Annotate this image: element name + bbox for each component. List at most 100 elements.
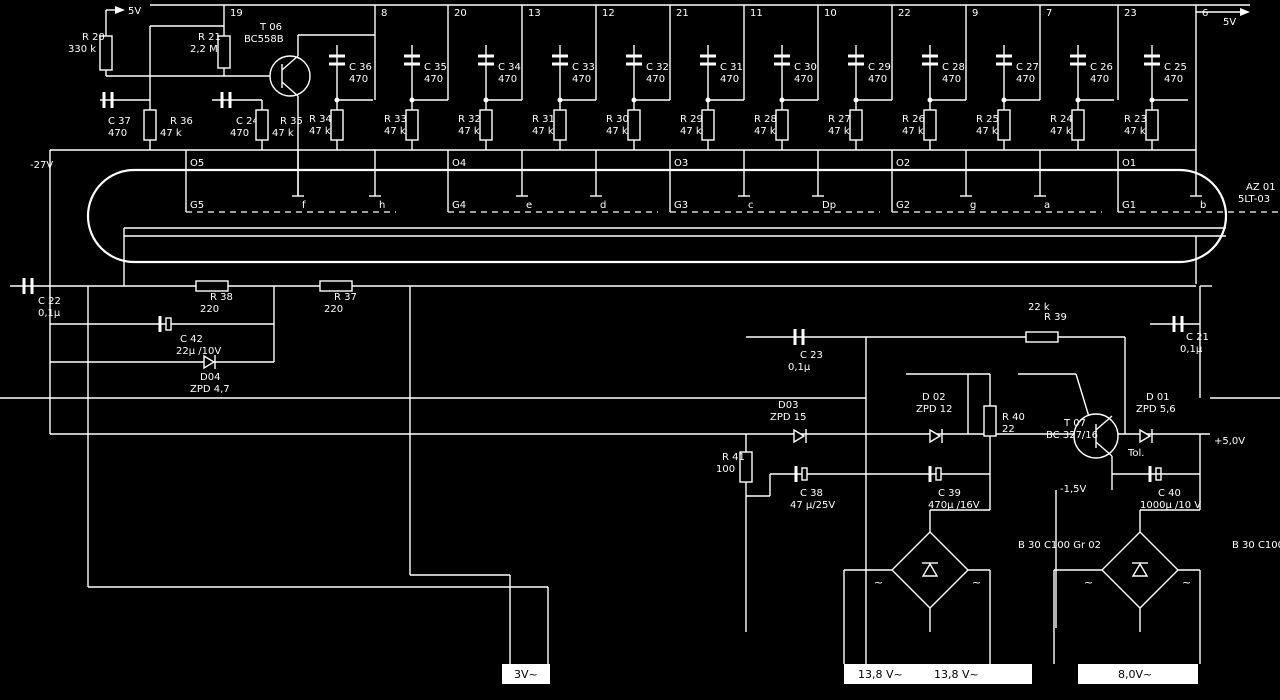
d02-value: ZPD 12 bbox=[916, 404, 952, 415]
c31-label: C 31 bbox=[720, 62, 743, 73]
r26-label: R 26 bbox=[902, 114, 925, 125]
resistor-r37 bbox=[319, 280, 353, 292]
r33-label: R 33 bbox=[384, 114, 407, 125]
t07-base-diag bbox=[1075, 373, 1091, 421]
resistor-r33 bbox=[405, 109, 419, 141]
c26-label: C 26 bbox=[1090, 62, 1113, 73]
resistor-r26 bbox=[923, 109, 937, 141]
transistor-t06 bbox=[269, 55, 311, 97]
junction-dot-9 bbox=[1001, 97, 1007, 103]
c35-value: 470 bbox=[424, 74, 443, 85]
junction-dot-5 bbox=[705, 97, 711, 103]
pin-label-12: 12 bbox=[602, 8, 615, 19]
resistor-r25 bbox=[997, 109, 1011, 141]
c25-label: C 25 bbox=[1164, 62, 1187, 73]
junction-dot-1 bbox=[409, 97, 415, 103]
r29-label: R 29 bbox=[680, 114, 703, 125]
c24-value: 470 bbox=[230, 128, 249, 139]
pin-label-9: 9 bbox=[972, 8, 978, 19]
c33-value: 470 bbox=[572, 74, 591, 85]
resistor-r35 bbox=[255, 109, 269, 141]
resistor-r32 bbox=[479, 109, 493, 141]
junction-dot-11 bbox=[1149, 97, 1155, 103]
r34-value: 47 k bbox=[309, 126, 331, 137]
r31-value: 47 k bbox=[532, 126, 554, 137]
pin-label-8: 8 bbox=[381, 8, 387, 19]
resistor-r36 bbox=[143, 109, 157, 141]
c27-value: 470 bbox=[1016, 74, 1035, 85]
resistor-r28 bbox=[775, 109, 789, 141]
c34-value: 470 bbox=[498, 74, 517, 85]
r36-label: R 36 bbox=[170, 116, 193, 127]
r38-value: 220 bbox=[200, 304, 219, 315]
t07-emitter bbox=[1095, 441, 1113, 457]
c38-value: 47 µ/25V bbox=[790, 500, 835, 511]
c37-label: C 37 bbox=[108, 116, 131, 127]
d04-label: D04 bbox=[200, 372, 220, 383]
t07-label: T 07 bbox=[1063, 418, 1086, 429]
r39-value: 22 k bbox=[1028, 302, 1050, 313]
c31-value: 470 bbox=[720, 74, 739, 85]
d04-value: ZPD 4,7 bbox=[190, 384, 230, 395]
r24-label: R 24 bbox=[1050, 114, 1073, 125]
anode-label-3: O2 bbox=[896, 158, 910, 169]
r30-value: 47 k bbox=[606, 126, 628, 137]
ac-13v8-box bbox=[844, 664, 1032, 684]
c42-label: C 42 bbox=[180, 334, 203, 345]
t06-label: T 06 bbox=[259, 22, 282, 33]
supply-5v-left-label: 5V bbox=[128, 6, 141, 17]
tube-name: AZ 01 bbox=[1246, 182, 1276, 193]
d01-label: D 01 bbox=[1146, 392, 1170, 403]
supply-arrow-right bbox=[1240, 8, 1250, 16]
segment-label-e: e bbox=[526, 200, 532, 211]
resistor-r30 bbox=[627, 109, 641, 141]
resistor-r38 bbox=[195, 280, 229, 292]
anode-label-1: O4 bbox=[452, 158, 466, 169]
c23-label: C 23 bbox=[800, 350, 823, 361]
r27-value: 47 k bbox=[828, 126, 850, 137]
pin-label-19: 19 bbox=[230, 8, 243, 19]
ac-8v-label: 8,0V~ bbox=[1118, 668, 1152, 681]
c38-label: C 38 bbox=[800, 488, 823, 499]
tol-label: Tol. bbox=[1127, 448, 1144, 459]
pin-label-13: 13 bbox=[528, 8, 541, 19]
neg27v-label: -27V bbox=[30, 160, 53, 171]
resistor-r40 bbox=[983, 405, 997, 437]
c39-label: C 39 bbox=[938, 488, 961, 499]
diode-d02 bbox=[929, 428, 942, 444]
tilde-right-gr02: ~ bbox=[972, 576, 981, 589]
t06-emitter bbox=[281, 55, 299, 71]
resistor-r31 bbox=[553, 109, 567, 141]
r35-value: 47 k bbox=[272, 128, 294, 139]
d03-value: ZPD 15 bbox=[770, 412, 806, 423]
c39-value: 470µ /16V bbox=[928, 500, 980, 511]
c28-label: C 28 bbox=[942, 62, 965, 73]
segment-label-h: h bbox=[379, 200, 385, 211]
r33-value: 47 k bbox=[384, 126, 406, 137]
r41-label: R 41 bbox=[722, 452, 745, 463]
junction-dot-2 bbox=[483, 97, 489, 103]
neg15v-label: -1,5V bbox=[1060, 484, 1087, 495]
pin-label-11: 11 bbox=[750, 8, 763, 19]
d02-label: D 02 bbox=[922, 392, 946, 403]
r37-label: R 37 bbox=[334, 292, 357, 303]
c30-label: C 30 bbox=[794, 62, 817, 73]
r41-value: 100 bbox=[716, 464, 735, 475]
r24-value: 47 k bbox=[1050, 126, 1072, 137]
r39-label: R 39 bbox=[1044, 312, 1067, 323]
c28-value: 470 bbox=[942, 74, 961, 85]
t07-collector bbox=[1095, 415, 1113, 431]
pos5v-label: +5,0V bbox=[1214, 436, 1245, 447]
c36-value: 470 bbox=[349, 74, 368, 85]
c40-label: C 40 bbox=[1158, 488, 1181, 499]
resistor-r29 bbox=[701, 109, 715, 141]
segment-label-Dp: Dp bbox=[822, 200, 836, 211]
pin-label-21: 21 bbox=[676, 8, 689, 19]
grid-label-4: G1 bbox=[1122, 200, 1136, 211]
anode-label-4: O1 bbox=[1122, 158, 1136, 169]
c40-value: 1000µ /10 V bbox=[1140, 500, 1201, 511]
